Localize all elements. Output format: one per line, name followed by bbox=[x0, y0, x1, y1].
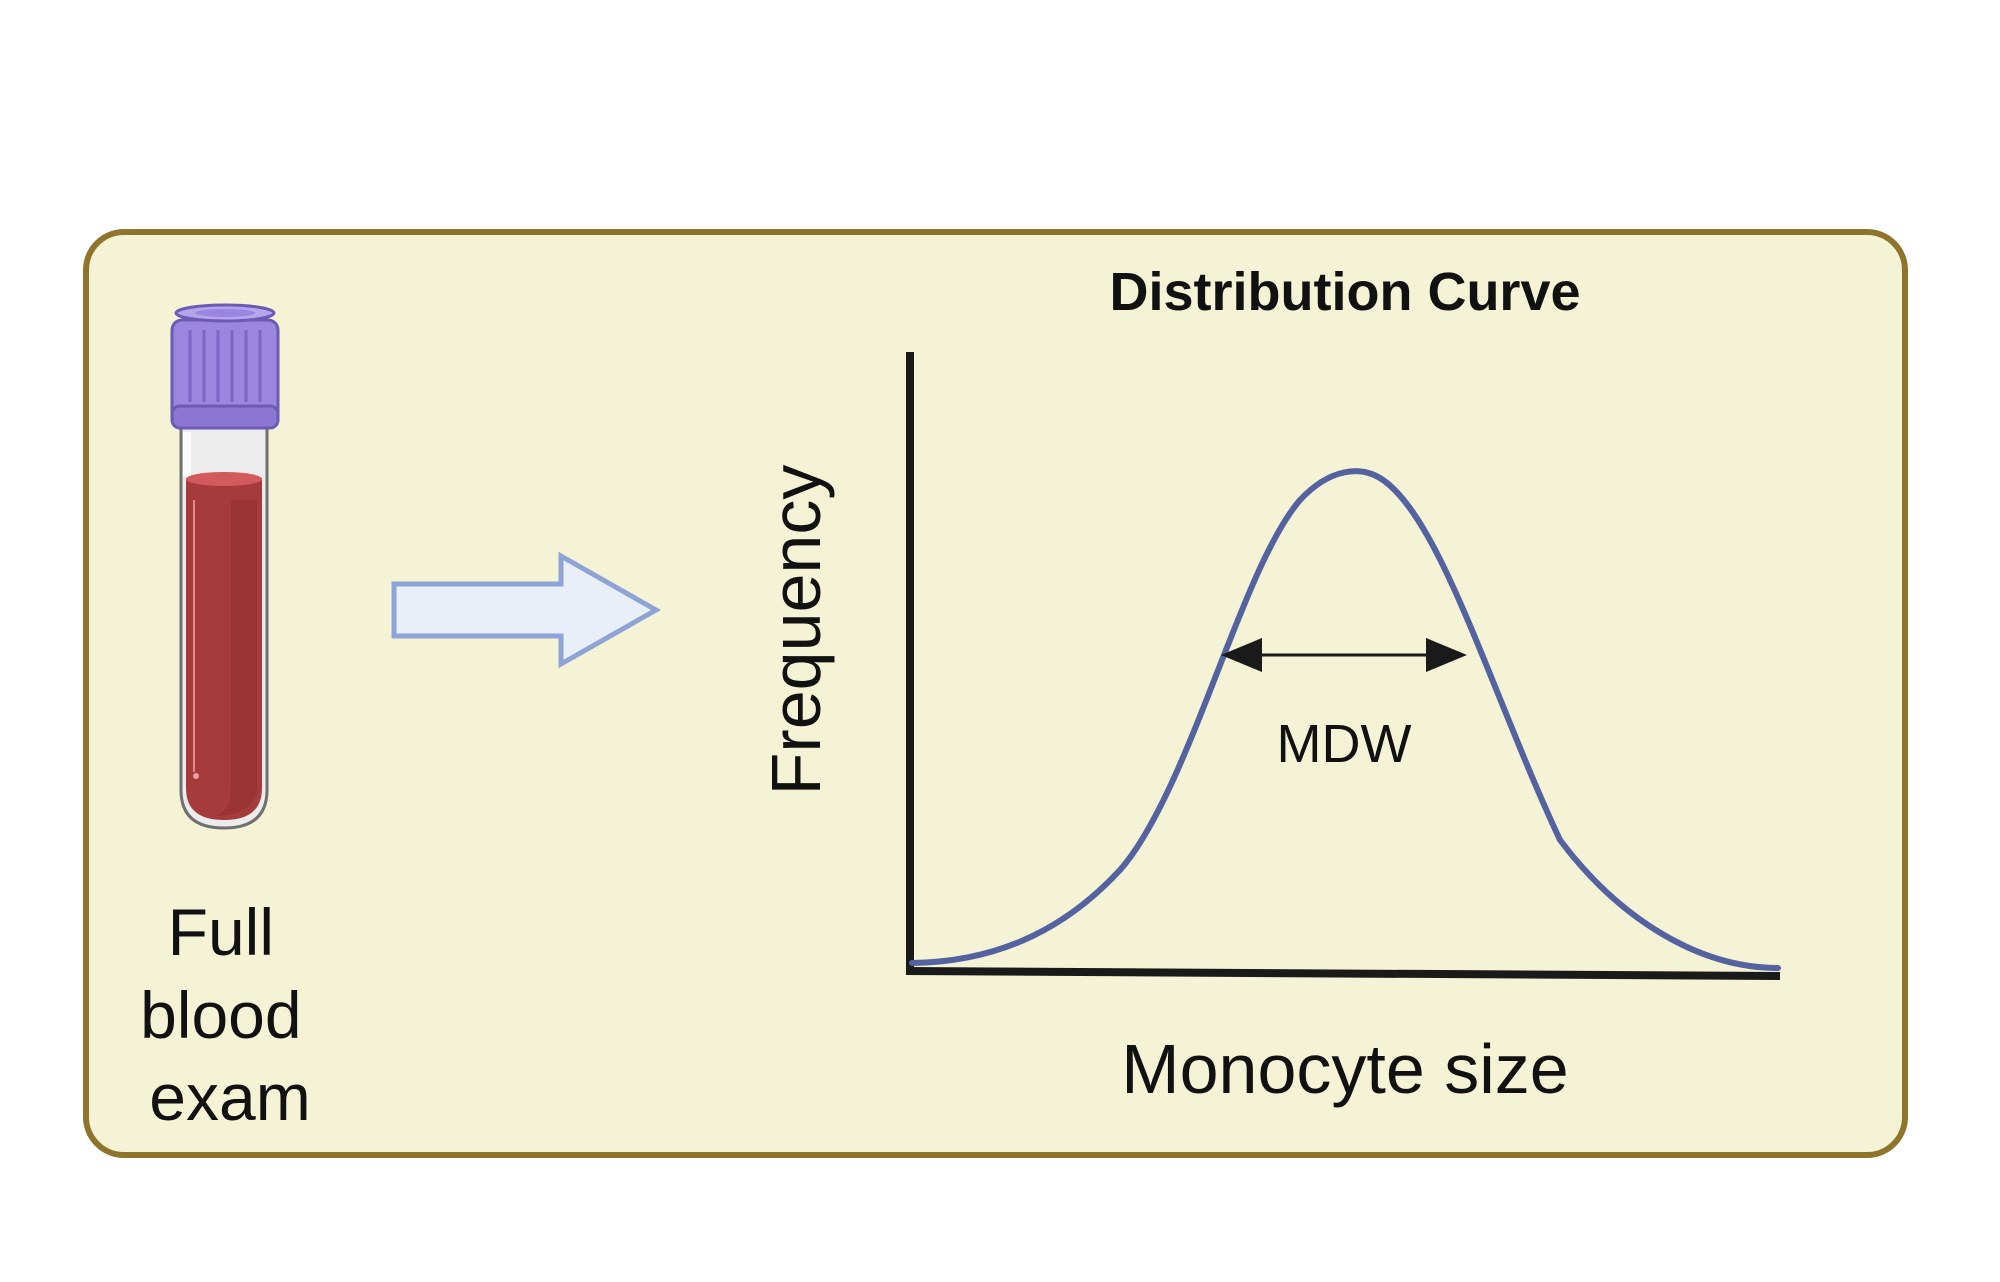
blood-collection-tube-icon bbox=[170, 303, 280, 830]
right-arrow-icon bbox=[391, 551, 662, 669]
width-indicator bbox=[1221, 638, 1467, 672]
diagram-panel bbox=[83, 229, 1908, 1158]
arrowhead-right-icon bbox=[1426, 638, 1467, 672]
sample-label-line-1: Full bbox=[168, 895, 274, 969]
diagram-title: Distribution Curve bbox=[1109, 262, 1580, 322]
distribution-curve bbox=[909, 468, 1781, 971]
y-axis-label: Frequency bbox=[757, 465, 835, 796]
width-label: MDW bbox=[1277, 714, 1412, 774]
sample-label: Full blood exam bbox=[140, 895, 320, 1134]
x-axis bbox=[905, 967, 1781, 980]
x-axis-label: Monocyte size bbox=[1121, 1030, 1568, 1108]
arrowhead-left-icon bbox=[1221, 638, 1262, 672]
sample-label-line-2: blood bbox=[140, 978, 302, 1052]
sample-label-line-3: exam bbox=[149, 1060, 310, 1134]
